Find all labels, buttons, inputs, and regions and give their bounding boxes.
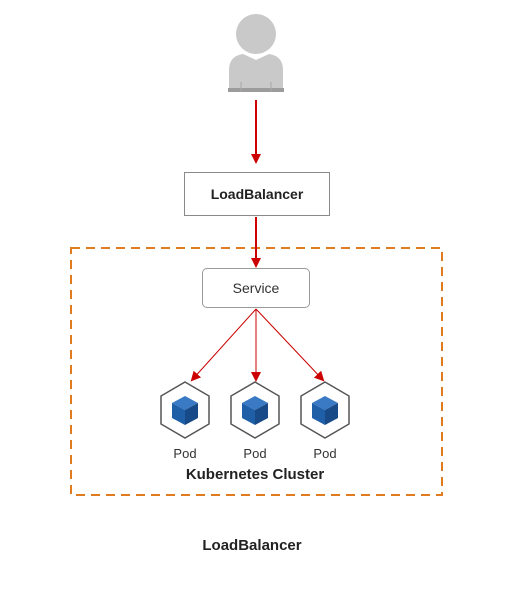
arrow-service-to-pod-1 [190, 308, 257, 382]
kubernetes-pod-icon [230, 381, 280, 439]
pod-label: Pod [243, 446, 267, 461]
kubernetes-pod-icon [160, 381, 210, 439]
cluster-label: Kubernetes Cluster [185, 466, 325, 483]
service-node-label: Service [232, 280, 280, 296]
pod-label: Pod [313, 446, 337, 461]
pod-label: Pod [173, 446, 197, 461]
user-icon [228, 14, 284, 92]
kubernetes-pod-icon [300, 381, 350, 439]
loadbalancer-node: LoadBalancer [184, 172, 330, 216]
loadbalancer-node-label: LoadBalancer [210, 186, 304, 202]
service-node: Service [202, 268, 310, 308]
arrow-service-to-pod-3 [255, 308, 325, 382]
diagram-caption: LoadBalancer [202, 537, 302, 554]
